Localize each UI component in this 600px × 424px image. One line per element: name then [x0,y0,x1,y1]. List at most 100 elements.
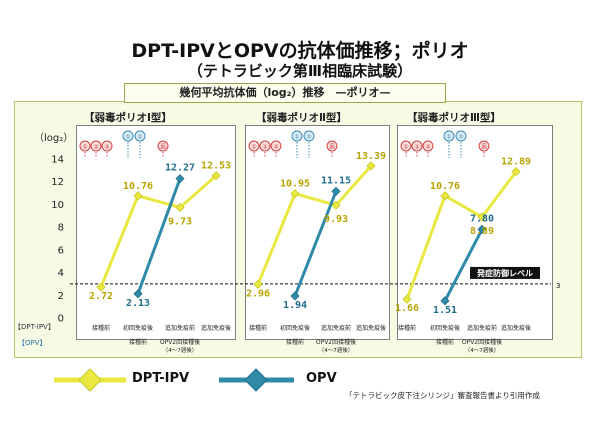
vaccination-marker-dpt [90,140,102,152]
legend-dpt-label: DPT-IPV [132,371,190,386]
data-label-dpt: 12.89 [501,157,531,168]
x-tick-opv: OPV2回接種後 [160,338,200,346]
series-opv-point [440,296,450,306]
x-tick-dpt: 接種前 [249,324,267,332]
vaccination-marker-opv [291,130,303,142]
legend-swatches [54,368,294,392]
vaccination-marker-opv-label: ① [446,134,451,141]
x-tick-dpt: 初回免疫後 [430,324,460,332]
panel-type3 [397,125,553,340]
legend-opv-label: OPV [306,371,337,386]
legend-dpt-marker [78,368,102,392]
series-dpt-point [253,279,263,289]
legend-opv-marker [244,368,268,392]
series-dpt-point [366,161,376,171]
series-dpt-point [290,189,300,199]
vaccination-marker-opv-label: ① [125,134,130,141]
opv-row-label: 【OPV】 [18,339,47,347]
x-tick-dpt: 初回免疫後 [280,324,310,332]
vaccination-marker-dpt [79,140,91,152]
series-dpt-point [511,167,521,177]
x-tick-dpt: 追加免疫後 [356,324,386,332]
panel-title-type3: 【弱毒ポリオⅢ型】 [407,112,501,124]
vaccination-marker-dpt [270,140,282,152]
y-tick-label: 0 [58,314,64,325]
x-tick-opv-note: （4〜7週後） [163,346,198,354]
vaccination-marker-opv [303,130,315,142]
vaccination-marker-dpt [478,140,490,152]
vaccination-marker-opv [443,130,455,142]
vaccination-marker-dpt [248,140,260,152]
series-dpt-point [402,294,412,304]
y-axis-label: （log₂） [34,132,73,144]
x-tick-dpt: 接種前 [92,324,110,332]
x-tick-dpt: 初回免疫後 [123,324,153,332]
series-opv-point [290,291,300,301]
series-dpt-point [211,171,221,181]
data-label-opv: 1.51 [433,305,457,316]
vaccination-marker-dpt [326,140,338,152]
series-dpt-line [405,170,518,300]
vaccination-marker-dpt-label: ② [414,144,420,151]
data-label-opv: 7.80 [470,213,494,224]
x-tick-opv-note: （4〜7週後） [319,346,354,354]
threshold-value: 3 [556,282,560,290]
vaccination-marker-dpt-label: ① [403,144,408,151]
x-tick-dpt: 追加免疫後 [201,324,231,332]
panel-title-type2: 【弱毒ポリオⅡ型】 [256,112,347,124]
chart-box-title: 幾何平均抗体価（log₂）推移 —ポリオ— [124,83,446,103]
vaccination-marker-opv-label: ② [137,134,143,141]
vaccination-marker-dpt-label: 追 [160,143,166,151]
dpt-row-label: 【DPT-IPV】 [14,323,55,331]
vaccination-marker-dpt [259,140,271,152]
vaccination-marker-dpt-label: ② [93,144,99,151]
x-tick-dpt: 追加免疫前 [165,324,195,332]
data-label-opv: 2.13 [126,298,150,309]
vaccination-marker-opv [122,130,134,142]
series-dpt-line [256,164,373,285]
panel-type2 [245,125,390,340]
x-tick-opv: 接種前 [436,338,454,346]
series-opv-point [175,174,185,184]
x-tick-dpt: 追加免疫後 [501,324,531,332]
y-tick-label: 4 [58,268,64,279]
data-label-dpt: 12.53 [201,161,231,172]
x-tick-dpt: 追加免疫前 [467,324,497,332]
data-label-opv: 11.15 [321,175,351,186]
y-tick-label: 10 [51,200,64,211]
vaccination-marker-dpt-label: ③ [273,144,278,151]
panel-type1 [76,125,236,340]
vaccination-marker-dpt [422,140,434,152]
y-tick-label: 6 [58,245,64,256]
vaccination-marker-opv-label: ② [306,134,312,141]
data-label-dpt: 8.89 [470,226,494,237]
series-opv-line [443,228,484,302]
x-tick-opv: 接種前 [129,338,147,346]
x-tick-opv-note: （4〜7週後） [465,346,500,354]
vaccination-marker-dpt [157,140,169,152]
data-label-dpt: 13.39 [356,151,386,162]
vaccination-marker-opv-label: ① [294,134,299,141]
vaccination-marker-dpt [400,140,412,152]
vaccination-marker-dpt-label: ③ [104,144,109,151]
vaccination-marker-dpt-label: ① [251,144,256,151]
series-dpt-line [99,174,217,288]
data-label-dpt: 2.96 [246,288,270,299]
vaccination-marker-dpt-label: ② [262,144,268,151]
source-note: 「テトラビック皮下注シリンジ」審査報告書より引用作成 [345,391,540,400]
y-tick-label: 14 [51,155,64,166]
data-label-dpt: 9.73 [168,216,192,227]
series-opv-point [477,224,487,234]
data-label-dpt: 1.66 [395,303,419,314]
vaccination-marker-dpt-label: 追 [329,143,335,151]
x-tick-opv: 接種前 [286,338,304,346]
series-opv-point [331,186,341,196]
data-label-dpt: 10.95 [280,179,310,190]
series-dpt-point [331,200,341,210]
series-opv-point [133,289,143,299]
x-tick-opv: OPV2回接種後 [316,338,356,346]
page-title: DPT-IPVとOPVの抗体価推移；ポリオ [131,40,469,62]
vaccination-marker-dpt-label: ① [82,144,87,151]
y-tick-label: 8 [58,223,64,234]
